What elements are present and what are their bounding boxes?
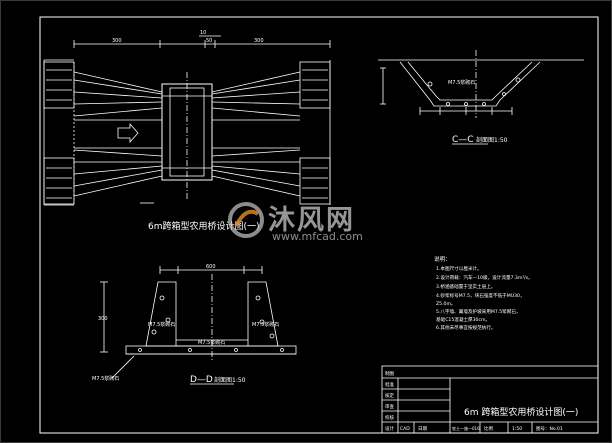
notes-line: 3.桥涵基础置于坚实土层上。 [436, 283, 496, 290]
title-block [381, 365, 599, 434]
tb-row-label: 校核 [385, 414, 394, 421]
tb-cell: CAD [400, 426, 410, 432]
tb-row-label: 审查 [385, 403, 394, 410]
notes-block: 说明： 1.本图尺寸以厘米计。 2.设计荷载：汽车—10级，设计流量7.3m³/… [434, 255, 533, 331]
cc-material-label: M7.5浆砌石 [448, 79, 475, 86]
dd-material-right: M7.5浆砌石 [252, 321, 279, 328]
plan-dim-left: 300 [112, 38, 122, 44]
notes-line: 6.其他未尽事宜按规范执行。 [436, 324, 496, 331]
dd-dim-top: 600 [206, 264, 216, 270]
tb-cell: 比例 [484, 425, 493, 432]
plan-view [43, 35, 331, 206]
plan-dim-right: 300 [254, 38, 264, 44]
tb-row-label: 制图 [385, 370, 394, 377]
watermark-name: 沐风网 [268, 205, 355, 236]
dd-material-found: M7.5浆砌石 [92, 375, 119, 382]
tb-main-title: 6m 跨箱型农用桥设计图(一) [464, 406, 578, 418]
notes-line: Z5.0m。 [436, 301, 456, 307]
plan-dim-mid-b: 50 [206, 38, 212, 44]
tb-row-label: 核定 [385, 392, 394, 399]
watermark: 沐风网 www.mfcad.com [226, 200, 386, 246]
notes-line: 4.砂浆标号M7.5，块石强度不低于MU30， [436, 292, 525, 299]
dd-dim-left: 300 [98, 316, 108, 322]
notes-heading: 说明： [434, 255, 451, 263]
notes-line: 5.八字墙、翼墙及护坡采用M7.5浆砌石， [436, 308, 521, 315]
dd-section-title: D—D [190, 375, 213, 385]
dd-material-base: M7.5浆砌石 [198, 339, 225, 346]
mfcad-logo-icon [228, 202, 264, 238]
notes-line: 基础C15混凝土厚30cm。 [436, 316, 490, 323]
tb-cell: 农土—施—016 [452, 425, 480, 431]
notes-line: 1.本图尺寸以厘米计。 [436, 265, 482, 272]
dd-material-left: M7.5浆砌石 [148, 321, 175, 328]
dd-scale-label: 剖面图1:50 [214, 376, 246, 384]
tb-row-label: 设计 [385, 425, 394, 432]
drawing-frame [39, 16, 599, 434]
tb-cell: 图号：No.01 [536, 426, 563, 432]
tb-cell: 1:50 [512, 426, 522, 432]
cc-scale-label: 剖面图1:50 [476, 136, 508, 144]
section-dd [100, 266, 297, 385]
plan-dim-mid-a: 10 [200, 30, 206, 36]
notes-line: 2.设计荷载：汽车—10级，设计流量7.3m³/s。 [436, 274, 533, 281]
cc-section-title: C—C [452, 135, 474, 145]
tb-row-label: 批准 [385, 381, 394, 388]
section-cc [378, 50, 584, 145]
watermark-url: www.mfcad.com [272, 230, 363, 243]
tb-cell: 日期 [418, 426, 427, 432]
